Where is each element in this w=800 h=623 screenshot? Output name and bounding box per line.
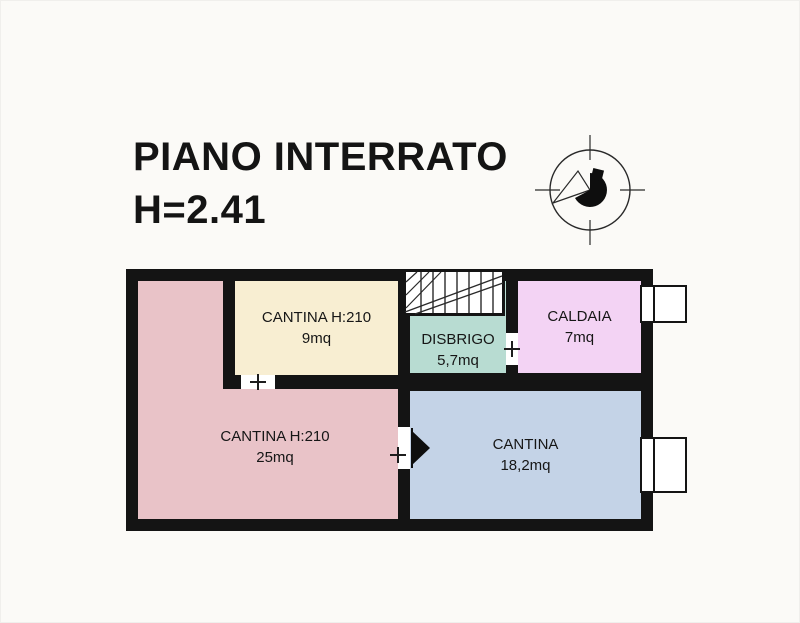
door-swing-icon xyxy=(411,428,430,468)
floor-height-text: H=2.41 xyxy=(133,188,267,232)
wall xyxy=(223,281,235,375)
stairs-icon xyxy=(403,269,505,316)
north-compass-icon xyxy=(535,135,645,245)
room-cantina-18: CANTINA 18,2mq xyxy=(410,391,641,519)
room-area: 5,7mq xyxy=(437,352,479,369)
room-area: 7mq xyxy=(564,329,595,346)
door-opening xyxy=(398,427,410,469)
room-label: CANTINA H:210 xyxy=(220,428,330,445)
room-cantina-9: CANTINA H:210 9mq xyxy=(235,281,398,375)
wall xyxy=(410,373,641,391)
room-label: CANTINA H:210 xyxy=(261,309,372,326)
window-icon xyxy=(640,285,687,323)
room-label: CALDAIA xyxy=(547,308,612,325)
floor-plan: CANTINA H:210 25mq CANTINA H:210 9mq DIS… xyxy=(126,269,688,531)
door-marker-icon xyxy=(390,447,406,463)
room-area: 18,2mq xyxy=(500,457,551,474)
room-label: CANTINA xyxy=(492,436,559,453)
door-marker-icon xyxy=(504,341,520,357)
room-caldaia: CALDAIA 7mq xyxy=(518,281,641,373)
floor-title-text: PIANO INTERRATO xyxy=(133,135,508,179)
floor-title: PIANO INTERRATO H=2.41 xyxy=(133,131,508,237)
room-area: 25mq xyxy=(256,449,294,466)
window-icon xyxy=(640,437,687,493)
room-area: 9mq xyxy=(301,330,332,347)
door-marker-icon xyxy=(250,374,266,390)
room-label: DISBRIGO xyxy=(421,331,495,348)
